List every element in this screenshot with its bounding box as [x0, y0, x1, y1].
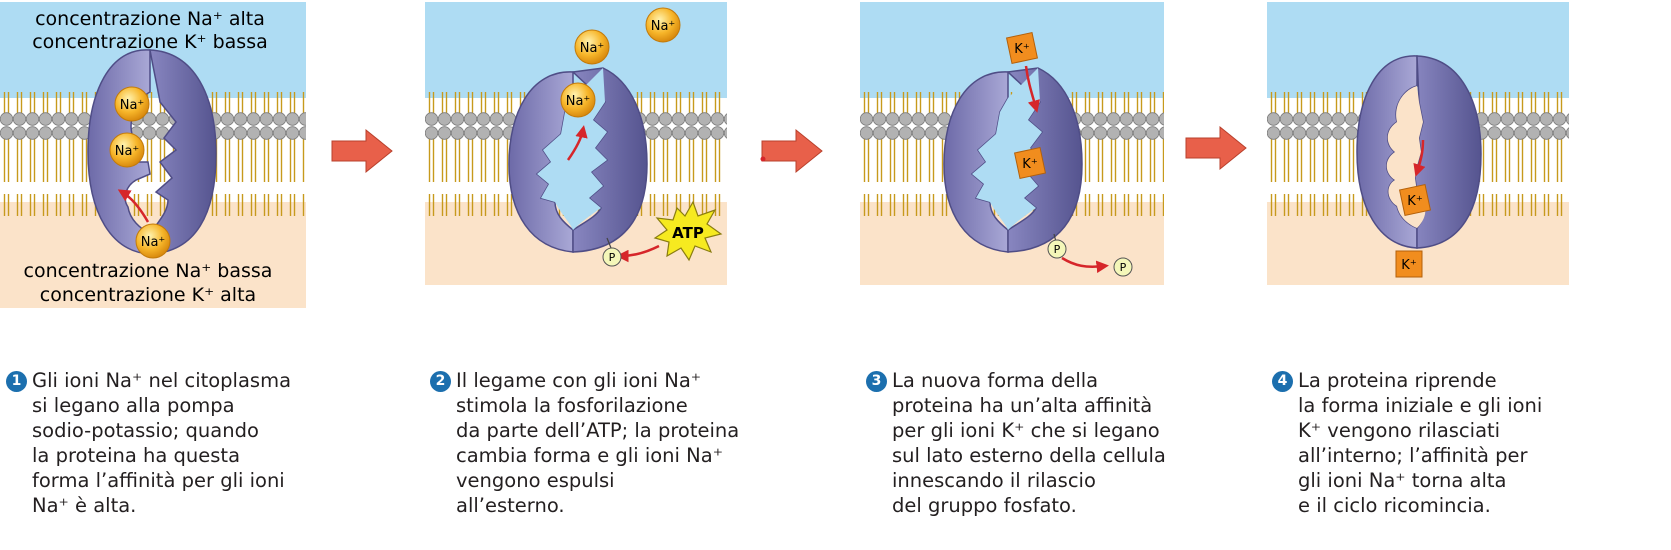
caption-line: per gli ioni K⁺ che si legano — [892, 419, 1160, 442]
svg-text:K⁺: K⁺ — [1022, 157, 1037, 172]
svg-text:Na⁺: Na⁺ — [120, 98, 145, 113]
outside-sodium-label: concentrazione Na⁺ alta — [35, 8, 265, 30]
caption-step-4: 4 La proteina riprende la forma iniziale… — [1272, 368, 1612, 518]
caption-line: sodio-potassio; quando — [32, 419, 259, 442]
lipid-bilayer — [0, 92, 306, 216]
phosphorylation-arrow — [616, 244, 660, 263]
caption-step-1: 1 Gli ioni Na⁺ nel citoplasma si legano … — [6, 368, 321, 518]
svg-text:ATP: ATP — [672, 224, 704, 242]
step-number-badge: 1 — [6, 371, 27, 392]
step-number-badge: 3 — [866, 371, 887, 392]
open-channel — [972, 68, 1042, 230]
svg-text:K⁺: K⁺ — [1401, 258, 1416, 273]
sodium-ion: Na⁺ — [135, 223, 171, 259]
potassium-ion: K⁺ — [1398, 183, 1432, 217]
svg-text:P: P — [1054, 243, 1061, 256]
caption-step-2: 2 Il legame con gli ioni Na⁺ stimola la … — [430, 368, 745, 518]
step-number-badge: 2 — [430, 371, 451, 392]
svg-text:K⁺: K⁺ — [1014, 42, 1029, 57]
panel-step-1: Na⁺ Na⁺ Na⁺ concentrazione Na⁺ alta conc… — [0, 2, 306, 308]
sodium-ion: Na⁺ — [109, 132, 145, 168]
svg-text:Na⁺: Na⁺ — [580, 41, 605, 56]
binding-arrow — [1024, 65, 1040, 113]
caption-line: si legano alla pompa — [32, 394, 235, 417]
potassium-ion: K⁺ — [1395, 250, 1423, 278]
sodium-ion: Na⁺ — [560, 82, 596, 118]
svg-text:P: P — [1120, 261, 1127, 274]
release-arrow — [566, 125, 588, 161]
inside-potassium-label: concentrazione K⁺ alta — [40, 284, 256, 306]
caption-line: innescando il rilascio — [892, 469, 1096, 492]
caption-line: gli ioni Na⁺ torna alta — [1298, 469, 1507, 492]
caption-line: Il legame con gli ioni Na⁺ — [456, 369, 702, 392]
caption-line: sul lato esterno della cellula — [892, 444, 1166, 467]
binding-arrow — [117, 189, 150, 223]
phosphate-release-arrow — [1061, 256, 1109, 274]
step-arrow-2 — [760, 128, 823, 174]
svg-text:Na⁺: Na⁺ — [566, 94, 591, 109]
caption-line: all’interno; l’affinità per — [1298, 444, 1528, 467]
caption-line: da parte dell’ATP; la proteina — [456, 419, 740, 442]
sodium-potassium-pump-protein — [1356, 55, 1482, 249]
panel-step-3: K⁺ K⁺ P P — [860, 2, 1164, 285]
inside-sodium-label: concentrazione Na⁺ bassa — [24, 260, 273, 282]
released-phosphate-group: P — [1113, 257, 1133, 277]
caption-line: La proteina riprende — [1298, 369, 1497, 392]
caption-line: Na⁺ è alta. — [32, 494, 137, 517]
outside-potassium-label: concentrazione K⁺ bassa — [32, 31, 268, 53]
phosphate-group: P — [602, 247, 622, 267]
svg-text:K⁺: K⁺ — [1407, 194, 1422, 209]
svg-text:Na⁺: Na⁺ — [141, 235, 166, 250]
caption-line: Gli ioni Na⁺ nel citoplasma — [32, 369, 292, 392]
step-arrow-3 — [1185, 125, 1247, 171]
panel-step-2: Na⁺ Na⁺ Na⁺ ATP P — [425, 2, 727, 285]
caption-line: K⁺ vengono rilasciati — [1298, 419, 1501, 442]
sodium-ion: Na⁺ — [114, 86, 150, 122]
potassium-ion: K⁺ — [1005, 31, 1039, 65]
caption-line: la forma iniziale e gli ioni — [1298, 394, 1543, 417]
caption-step-3: 3 La nuova forma della proteina ha un’al… — [866, 368, 1181, 518]
caption-line: cambia forma e gli ioni Na⁺ — [456, 444, 723, 467]
caption-line: proteina ha un’alta affinità — [892, 394, 1153, 417]
atp-burst: ATP — [653, 200, 723, 262]
release-arrow — [1413, 139, 1426, 177]
phosphate-bond — [606, 237, 612, 249]
caption-line: La nuova forma della — [892, 369, 1099, 392]
caption-line: e il ciclo ricomincia. — [1298, 494, 1491, 517]
step-number-badge: 4 — [1272, 371, 1293, 392]
caption-line: forma l’affinità per gli ioni — [32, 469, 285, 492]
caption-line: vengono espulsi — [456, 469, 615, 492]
phosphate-group: P — [1047, 239, 1067, 259]
svg-text:Na⁺: Na⁺ — [651, 19, 676, 34]
potassium-ion: K⁺ — [1013, 146, 1047, 180]
sodium-ion: Na⁺ — [645, 7, 681, 43]
sodium-potassium-pump-protein — [943, 67, 1083, 253]
svg-text:P: P — [609, 251, 616, 264]
step-arrow-1 — [331, 128, 393, 174]
caption-line: la proteina ha questa — [32, 444, 241, 467]
caption-line: all’esterno. — [456, 494, 565, 517]
caption-line: stimola la fosforilazione — [456, 394, 688, 417]
panel-step-4: K⁺ K⁺ — [1267, 2, 1569, 285]
caption-line: del gruppo fosfato. — [892, 494, 1077, 517]
svg-text:Na⁺: Na⁺ — [115, 144, 140, 159]
sodium-ion: Na⁺ — [574, 29, 610, 65]
